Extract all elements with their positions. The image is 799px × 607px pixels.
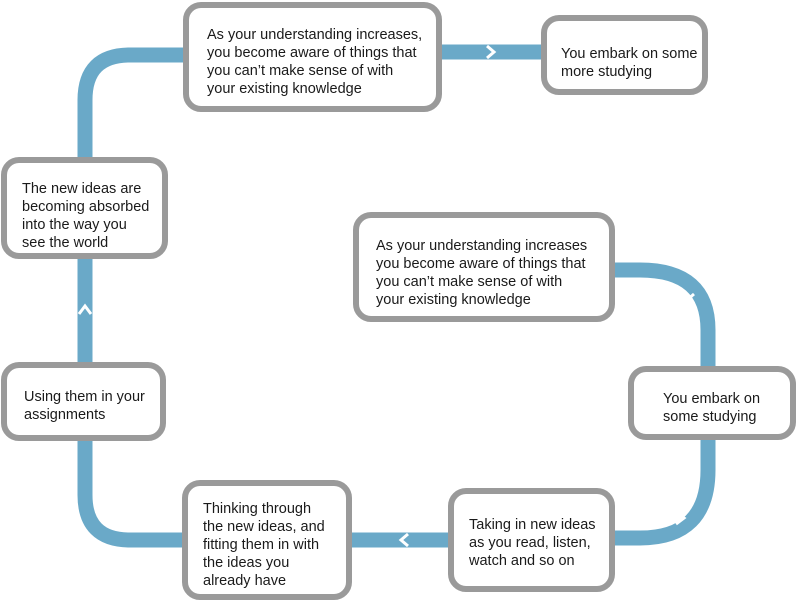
text-line: watch and so on — [469, 553, 575, 569]
text-line: the new ideas, and — [203, 519, 325, 535]
text-line: The new ideas are — [22, 181, 142, 197]
node-thinking-text: Thinking through the new ideas, and fittin… — [203, 500, 325, 590]
node-awareness-top: As your understanding increases, you beco… — [183, 2, 442, 112]
text-line: the ideas you — [203, 555, 290, 571]
text-line: As your understanding increases, — [207, 27, 423, 43]
connector-thinking-to-using — [77, 436, 188, 548]
node-using: Using them in your assignments — [1, 362, 166, 441]
text-line: As your understanding increases — [376, 238, 588, 254]
text-line: Using them in your — [24, 389, 145, 405]
connector-absorbed-to-awareness — [77, 47, 188, 160]
arrow-chevron-icon — [105, 502, 117, 520]
node-more-studying-text: You embark on some more studying — [561, 45, 698, 81]
node-more-studying: You embark on some more studying — [541, 15, 708, 95]
node-using-text: Using them in your assignments — [24, 388, 145, 424]
text-line: Taking in new ideas — [469, 517, 596, 533]
text-line: assignments — [24, 407, 106, 423]
arrow-chevron-icon — [675, 510, 687, 526]
node-absorbed: The new ideas are becoming absorbed into t… — [1, 157, 168, 259]
node-taking-in-text: Taking in new ideas as you read, listen, w… — [469, 516, 596, 570]
node-absorbed-text: The new ideas are becoming absorbed into t… — [22, 180, 149, 252]
text-line: see the world — [22, 235, 109, 251]
text-line: already have — [203, 573, 287, 589]
text-line: your existing knowledge — [207, 81, 362, 97]
text-line: You embark on some — [561, 46, 698, 62]
text-line: your existing knowledge — [376, 292, 531, 308]
text-line: becoming absorbed — [22, 199, 150, 215]
text-line: more studying — [561, 64, 653, 80]
text-line: into the way you — [22, 217, 127, 233]
connector-embark-to-taking-in — [610, 436, 716, 546]
node-embark: You embark on some studying — [628, 366, 796, 440]
text-line: as you read, listen, — [469, 535, 591, 551]
arrow-chevron-icon — [486, 44, 497, 60]
arrow-chevron-icon — [107, 75, 119, 90]
text-line: some studying — [663, 409, 757, 425]
text-line: you can’t make sense of with — [207, 63, 394, 79]
text-line: You embark on — [663, 391, 761, 407]
text-line: you can’t make sense of with — [376, 274, 563, 290]
arrow-chevron-icon — [77, 303, 93, 315]
arrow-chevron-icon — [398, 532, 409, 548]
node-taking-in: Taking in new ideas as you read, listen, w… — [448, 488, 615, 592]
connector-awareness-to-embark — [612, 262, 716, 370]
text-line: you become aware of things that — [207, 45, 417, 61]
node-awareness-top-text: As your understanding increases, you beco… — [207, 26, 422, 98]
text-line: Thinking through — [203, 501, 312, 517]
node-thinking: Thinking through the new ideas, and fittin… — [182, 480, 352, 600]
arrow-chevron-icon — [680, 291, 695, 303]
node-awareness-mid: As your understanding increases you becom… — [353, 212, 615, 322]
node-awareness-mid-text: As your understanding increases you becom… — [376, 237, 587, 309]
node-embark-text: You embark on some studying — [663, 390, 760, 426]
text-line: fitting them in with — [203, 537, 320, 553]
text-line: you become aware of things that — [376, 256, 586, 272]
